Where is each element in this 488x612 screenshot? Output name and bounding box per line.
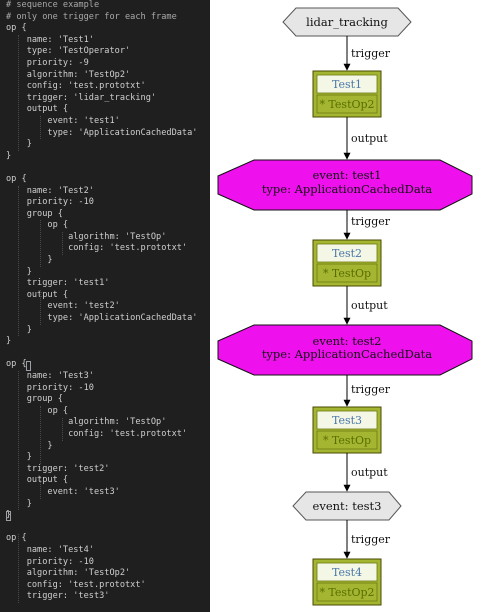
edge-label-trigger-3: trigger xyxy=(351,383,391,396)
indent-guide xyxy=(62,417,63,441)
code-line[interactable]: } xyxy=(6,510,12,521)
edge-label-trigger-4: trigger xyxy=(351,533,391,546)
source-node-shape xyxy=(282,7,412,37)
code-line[interactable]: type: 'TestOperator' xyxy=(6,46,131,57)
code-line[interactable]: trigger: 'lidar_tracking' xyxy=(6,92,157,103)
code-line[interactable]: event: 'test3' xyxy=(6,486,120,497)
code-line[interactable]: config: 'test.prototxt' xyxy=(6,243,188,254)
code-line[interactable]: output { xyxy=(6,289,69,300)
code-lines: # sequence example# only one trigger for… xyxy=(6,0,210,603)
op-node-test2[interactable]: Test2 * TestOp xyxy=(312,239,382,287)
code-line[interactable]: group { xyxy=(6,208,63,219)
code-line[interactable]: trigger: 'test3' xyxy=(6,591,110,602)
code-line[interactable]: op { xyxy=(6,220,69,231)
code-line[interactable]: priority: -10 xyxy=(6,556,94,567)
code-line[interactable]: op { xyxy=(6,359,27,370)
code-line[interactable]: event: 'test2' xyxy=(6,301,120,312)
event-node-test3[interactable]: event: test3 xyxy=(292,491,402,521)
event-node-line1: event: test1 xyxy=(313,168,382,182)
indent-guide xyxy=(18,533,19,604)
op-node-test4[interactable]: Test4 * TestOp2 xyxy=(312,558,382,606)
code-line[interactable]: group { xyxy=(6,394,63,405)
indent-guide xyxy=(18,185,19,337)
code-line[interactable]: } xyxy=(6,452,32,463)
code-line[interactable]: } xyxy=(6,150,12,161)
edge-label-output-1: output xyxy=(351,132,388,145)
code-line[interactable]: config: 'test.prototxt' xyxy=(6,81,146,92)
code-line[interactable]: output { xyxy=(6,104,69,115)
code-line[interactable]: priority: -10 xyxy=(6,382,94,393)
code-editor[interactable]: # sequence example# only one trigger for… xyxy=(0,0,210,612)
code-line[interactable]: } xyxy=(6,440,53,451)
code-line[interactable]: # sequence example xyxy=(6,0,100,10)
code-line[interactable] xyxy=(6,522,210,534)
indent-guide xyxy=(40,406,41,464)
code-line[interactable]: } xyxy=(6,255,53,266)
bracket-match-highlight xyxy=(26,360,31,371)
event-node-line1: event: test2 xyxy=(313,334,382,348)
op-node-test3[interactable]: Test3 * TestOp xyxy=(312,406,382,454)
edge-label-output-2: output xyxy=(351,299,388,312)
op-node-algo: * TestOp xyxy=(323,267,371,280)
code-line[interactable]: priority: -9 xyxy=(6,57,89,68)
pane-divider[interactable] xyxy=(210,0,214,612)
code-line[interactable]: } xyxy=(6,266,32,277)
code-line[interactable]: # only one trigger for each frame xyxy=(6,11,177,22)
code-line[interactable]: op { xyxy=(6,173,27,184)
code-line[interactable]: name: 'Test2' xyxy=(6,185,94,196)
code-line[interactable]: algorithm: 'TestOp' xyxy=(6,417,167,428)
event-node-test1[interactable]: event: test1 type: ApplicationCachedData xyxy=(217,159,473,211)
code-line[interactable]: op { xyxy=(6,23,27,34)
indent-guide xyxy=(18,371,19,511)
code-line[interactable] xyxy=(6,162,210,174)
edge-label-trigger-2: trigger xyxy=(351,215,391,228)
code-line[interactable]: op { xyxy=(6,533,27,544)
graph-svg: lidar_tracking trigger Test1 * TestOp2 o… xyxy=(217,7,473,606)
op-node-algo: * TestOp2 xyxy=(319,98,374,111)
indent-guide xyxy=(18,34,19,151)
code-line[interactable]: name: 'Test3' xyxy=(6,371,94,381)
code-line[interactable]: name: 'Test1' xyxy=(6,34,94,45)
indent-guide xyxy=(40,116,41,140)
code-line[interactable]: } xyxy=(6,324,32,335)
code-line[interactable]: } xyxy=(6,498,32,509)
code-line[interactable]: op { xyxy=(6,405,69,416)
graph-view: lidar_tracking trigger Test1 * TestOp2 o… xyxy=(214,0,488,612)
edge-label-trigger-1: trigger xyxy=(351,47,391,60)
code-line[interactable]: } xyxy=(6,139,32,150)
code-line[interactable]: event: 'test1' xyxy=(6,115,120,126)
code-line[interactable]: name: 'Test4' xyxy=(6,544,94,555)
event-node-test2[interactable]: event: test2 type: ApplicationCachedData xyxy=(217,324,473,376)
code-line[interactable]: config: 'test.prototxt' xyxy=(6,428,188,439)
code-line[interactable]: type: 'ApplicationCachedData' xyxy=(6,127,198,138)
op-node-test1[interactable]: Test1 * TestOp2 xyxy=(312,70,382,118)
indent-guide xyxy=(40,475,41,499)
code-line[interactable]: algorithm: 'TestOp2' xyxy=(6,69,131,80)
event-node-label: event: test3 xyxy=(313,499,382,513)
indent-guide xyxy=(40,220,41,267)
op-node-name: Test2 xyxy=(332,247,362,260)
code-line[interactable]: output { xyxy=(6,475,69,486)
code-line[interactable]: config: 'test.prototxt' xyxy=(6,579,146,590)
indent-guide xyxy=(62,232,63,256)
code-line[interactable]: trigger: 'test1' xyxy=(6,278,110,289)
event-node-line2: type: ApplicationCachedData xyxy=(262,182,432,196)
op-node-name: Test4 xyxy=(332,566,362,579)
edge-label-output-3: output xyxy=(351,466,388,479)
op-node-algo: * TestOp xyxy=(323,434,371,447)
code-line[interactable] xyxy=(6,348,210,360)
op-node-algo: * TestOp2 xyxy=(319,586,374,599)
code-line[interactable]: } xyxy=(6,336,12,347)
op-node-name: Test3 xyxy=(332,414,362,427)
indent-guide xyxy=(40,290,41,325)
code-line[interactable]: type: 'ApplicationCachedData' xyxy=(6,313,198,324)
op-node-name: Test1 xyxy=(332,78,362,91)
code-line[interactable]: trigger: 'test2' xyxy=(6,463,110,474)
code-line[interactable]: algorithm: 'TestOp' xyxy=(6,231,167,242)
bracket-match-highlight xyxy=(6,511,11,522)
code-line[interactable]: algorithm: 'TestOp2' xyxy=(6,568,131,579)
code-line[interactable]: priority: -10 xyxy=(6,197,94,208)
event-node-line2: type: ApplicationCachedData xyxy=(262,347,432,361)
source-node-label: lidar_tracking xyxy=(306,15,388,29)
